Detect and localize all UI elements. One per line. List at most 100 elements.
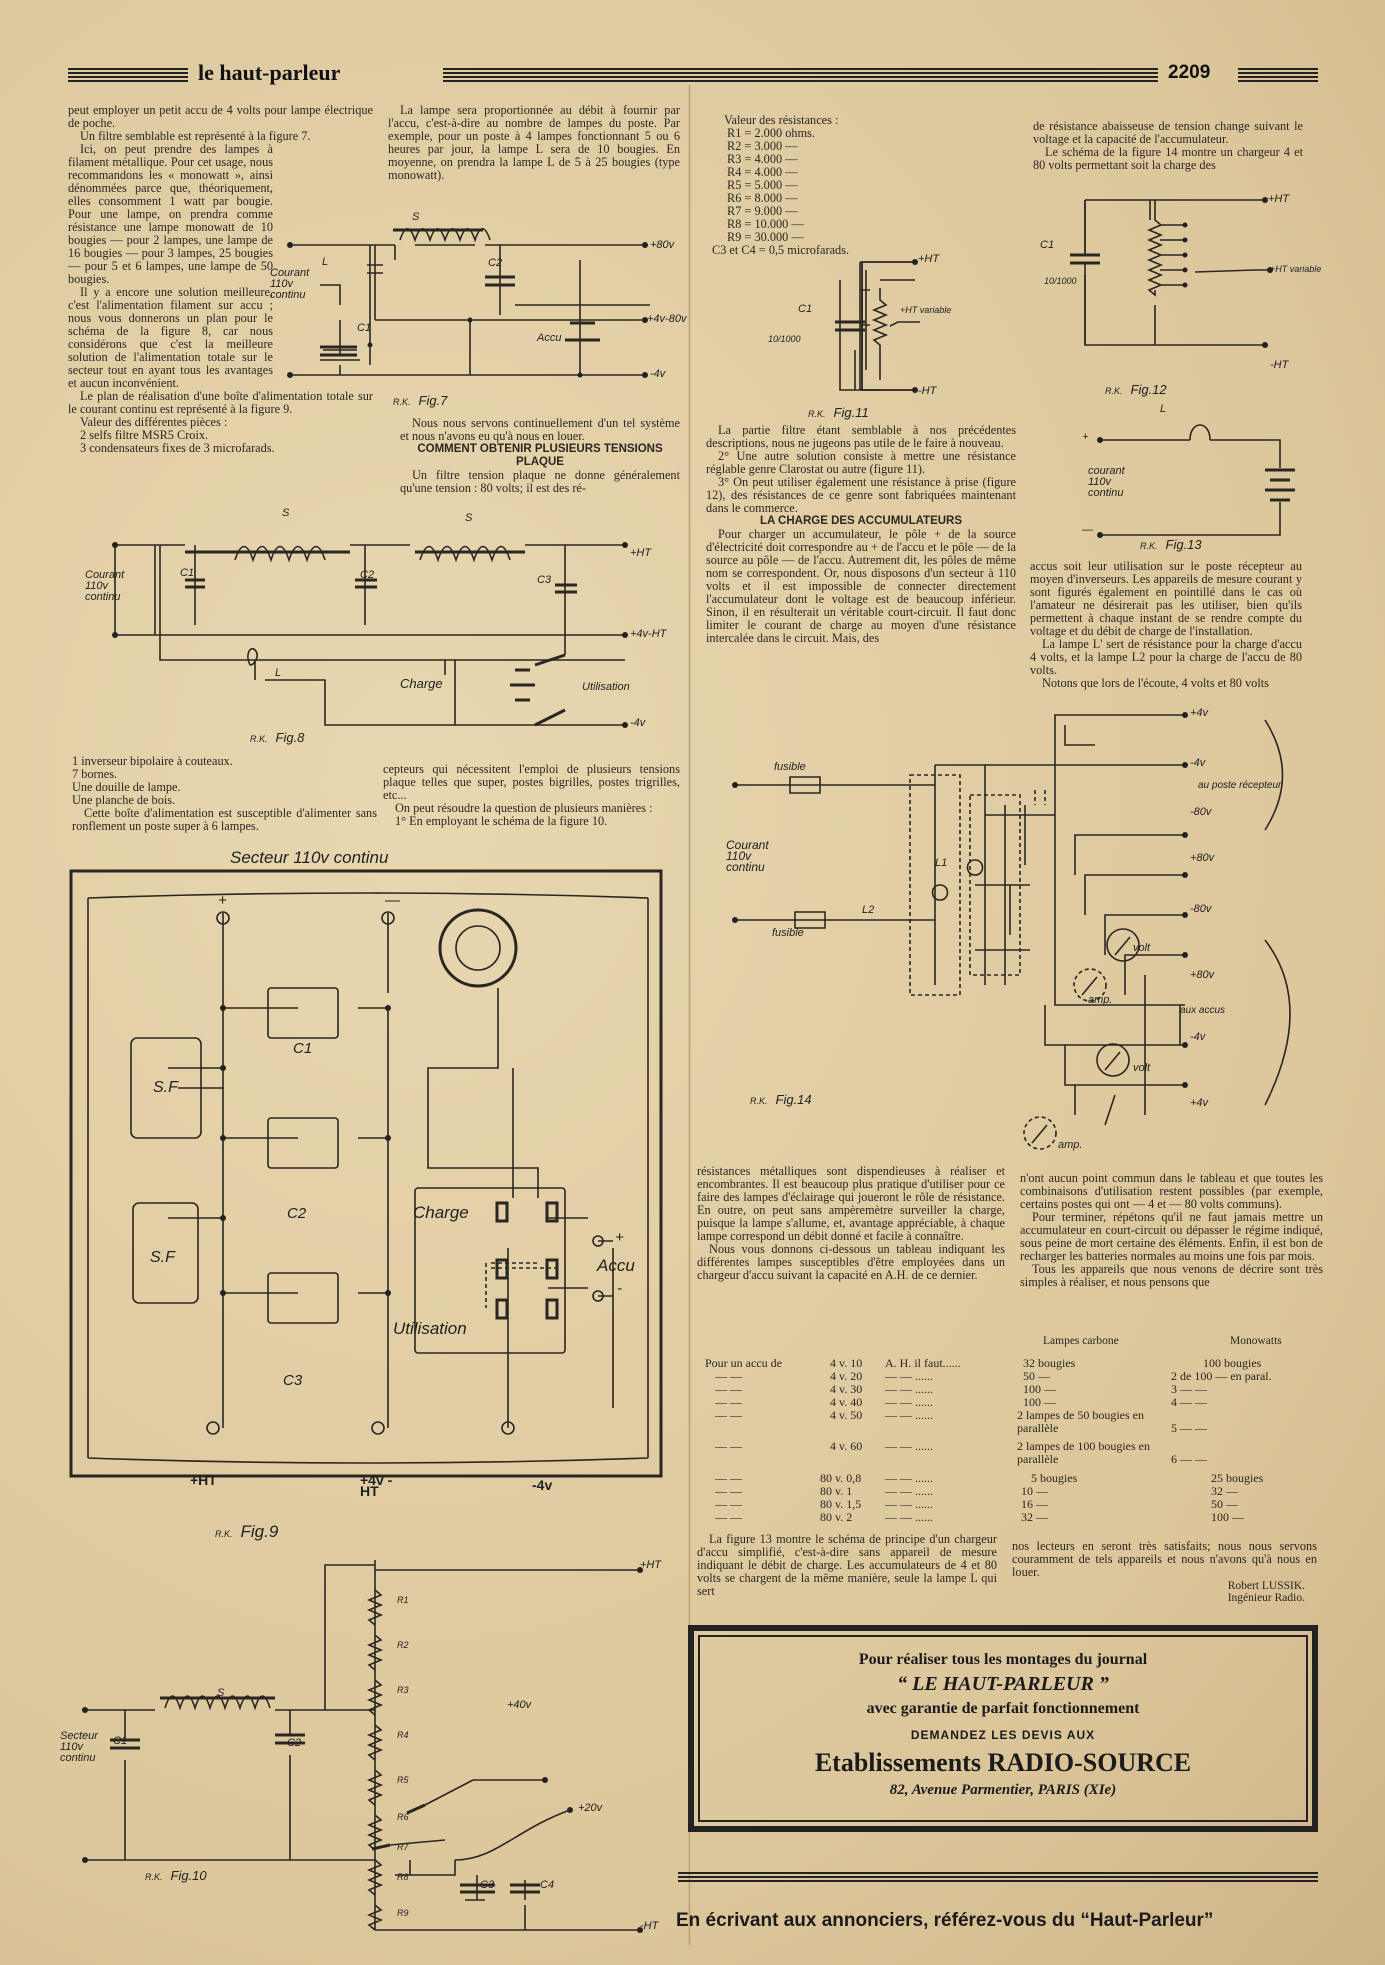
- paragraph: Valeur des résistances :: [724, 113, 839, 127]
- table-row: — —4 v. 30— — ......100 —3 — —: [705, 1383, 1335, 1396]
- header-rule-middle: [443, 68, 1158, 84]
- fig14-terminal-4: +80v: [1190, 852, 1215, 864]
- table-cell: 2 lampes de 100 bougies en parallèle: [1017, 1439, 1150, 1466]
- table-cell: — —: [715, 1510, 742, 1524]
- fig10-label-c4: C4: [540, 1879, 555, 1891]
- paragraph: Nous nous servons continuellement d'un t…: [400, 416, 680, 443]
- fig10-label-r7: R7: [397, 1842, 409, 1852]
- fig9-label-charge: Charge: [413, 1203, 469, 1222]
- fig8-label-c3: C3: [537, 574, 552, 586]
- table-cell: — — ......: [885, 1382, 933, 1396]
- resistance-value: 2.000 ohms.: [754, 126, 815, 140]
- table-header-carbone: Lampes carbone: [1043, 1335, 1119, 1347]
- paragraph: Notons que lors de l'écoute, 4 volts et …: [1042, 676, 1269, 690]
- table-cell: 4 v. 30: [830, 1382, 863, 1396]
- fig14-terminal-5: -80v: [1190, 903, 1212, 915]
- fig14-label-courant: Courant 110v continu: [726, 838, 769, 874]
- resistance-value: 3.000 —: [754, 139, 798, 153]
- table-cell: — — ......: [885, 1439, 933, 1453]
- fig12-schematic: [1070, 197, 1273, 348]
- fig14-caption: R.K.Fig.14: [750, 1092, 812, 1107]
- paragraph: 7 bornes.: [72, 767, 118, 781]
- fig7-terminal-minus4v: -4v: [650, 368, 666, 380]
- page-number: 2209: [1168, 62, 1211, 83]
- table-cell: — — ......: [885, 1497, 933, 1511]
- fig14-terminal-2: -4v: [1190, 757, 1206, 769]
- table-cell: 5 bougies: [1031, 1471, 1078, 1485]
- fig14-label-recepteur: au poste récepteur: [1198, 780, 1282, 791]
- paragraph: Pour charger un accumulateur, le pôle + …: [706, 527, 1016, 645]
- fig9-label-accu: Accu: [597, 1256, 635, 1275]
- fig10-label-s: S: [217, 1687, 225, 1699]
- footer-rule: [678, 1872, 1318, 1882]
- resistance-value: 4.000 —: [754, 165, 798, 179]
- table-cell: 100 —: [1023, 1395, 1056, 1409]
- table-cell: 100 bougies: [1203, 1356, 1262, 1370]
- fig10-label-r9: R9: [397, 1908, 409, 1918]
- author-signature: Robert LUSSIK. Ingénieur Radio.: [1120, 1580, 1305, 1604]
- section-heading: COMMENT OBTENIR PLUSIEURS TENSIONS PLAQU…: [417, 443, 663, 468]
- fig12-label-cval: 10/1000: [1044, 276, 1077, 286]
- table-cell: 16 —: [1021, 1497, 1048, 1511]
- table-cell: 80 v. 1: [820, 1484, 853, 1498]
- fig10-label-secteur: Secteur 110v continu: [60, 1730, 98, 1764]
- table-cell: 3 — —: [1171, 1382, 1207, 1396]
- fig9-caption-text: Fig.9: [240, 1522, 279, 1541]
- paragraph: Tous les appareils que nous venons de dé…: [1020, 1262, 1323, 1289]
- fig13-caption: R.K.Fig.13: [1140, 537, 1202, 552]
- column-2-text-c: cepteurs qui nécessitent l'emploi de plu…: [383, 763, 680, 828]
- column-4-text-b: accus soit leur utilisation sur le poste…: [1030, 560, 1302, 690]
- paragraph: La figure 13 montre le schéma de princip…: [697, 1532, 997, 1598]
- fig12-terminal-htv: +HT variable: [1270, 264, 1322, 274]
- advertisement-radio-source: Pour réaliser tous les montages du journ…: [688, 1625, 1318, 1832]
- resistance-name: R4 =: [727, 165, 752, 179]
- resistance-name: R8 =: [727, 217, 752, 231]
- resistance-name: R3 =: [727, 152, 752, 166]
- resistance-row: R3 = 4.000 —: [727, 153, 1012, 166]
- table-cell: — —: [715, 1369, 742, 1383]
- fig14-terminal-8: +4v: [1190, 1097, 1209, 1109]
- fig13-label-minus: —: [1082, 524, 1093, 536]
- paragraph: Ici, on peut prendre des lampes à filame…: [68, 142, 273, 286]
- resistance-row: R1 = 2.000 ohms.: [727, 127, 1012, 140]
- resistance-list: R1 = 2.000 ohms. R2 = 3.000 — R3 = 4.000…: [712, 127, 1012, 244]
- resistance-row: C3 et C4 = 0,5 microfarads.: [712, 244, 1012, 257]
- table-cell: 50 —: [1023, 1369, 1050, 1383]
- paragraph: cepteurs qui nécessitent l'emploi de plu…: [383, 762, 680, 802]
- resistance-name: R5 =: [727, 178, 752, 192]
- resistance-row: R8 = 10.000 —: [727, 218, 1012, 231]
- table-cell: 2 de 100 — en paral.: [1171, 1369, 1272, 1383]
- table-cell: — — ......: [885, 1471, 933, 1485]
- fig9-label-accu-minus: -: [617, 1280, 622, 1297]
- header-rule-left: [68, 68, 188, 84]
- column-3-text-c: résistances métalliques sont dispendieus…: [697, 1165, 1005, 1282]
- resistance-value: 30.000 —: [754, 230, 804, 244]
- ad-line-3: avec garantie de parfait fonctionnement: [866, 1700, 1140, 1717]
- fig9-rk: R.K.: [215, 1529, 233, 1539]
- fig10-schematic: [82, 1560, 643, 1933]
- paragraph: Une douille de lampe.: [72, 780, 181, 794]
- column-3-text-d: La figure 13 montre le schéma de princip…: [697, 1533, 997, 1598]
- fig9-label-minus: —: [385, 892, 400, 909]
- resistance-row: R4 = 4.000 —: [727, 166, 1012, 179]
- fig10-label-c1: C1: [113, 1735, 128, 1747]
- table-cell: 100 —: [1023, 1382, 1056, 1396]
- author-name: Robert LUSSIK.: [1227, 1580, 1305, 1592]
- page-fold: [688, 85, 691, 1945]
- fig10-rk: R.K.: [145, 1872, 163, 1882]
- table-cell: 100 —: [1211, 1510, 1244, 1524]
- fig7-label-accu: Accu: [537, 332, 562, 344]
- fig14-label-amp1: amp.: [1088, 994, 1113, 1006]
- table-cell: 10 —: [1021, 1484, 1048, 1498]
- paragraph: Une planche de bois.: [72, 793, 176, 807]
- ad-inner-frame: Pour réaliser tous les montages du journ…: [698, 1635, 1308, 1822]
- fig14-terminal-7: -4v: [1190, 1031, 1206, 1043]
- footer-advertiser-notice: En écrivant aux annonciers, référez-vous…: [676, 1910, 1214, 1931]
- journal-title: le haut-parleur: [198, 60, 341, 85]
- fig14-label-fusible2: fusible: [772, 927, 804, 939]
- fig10-label-r2: R2: [397, 1640, 409, 1650]
- paragraph: 3° On peut utiliser également une résist…: [706, 475, 1016, 515]
- fig14-label-amp2: amp.: [1058, 1139, 1083, 1151]
